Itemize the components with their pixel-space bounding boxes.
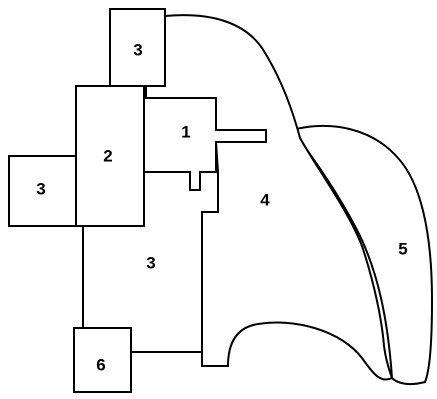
left-block-label: 3 (36, 179, 45, 198)
tall-block-label: 2 (103, 146, 112, 165)
top-block-shape (109, 8, 166, 87)
region-four-label: 4 (260, 190, 270, 209)
top-block-label: 3 (133, 40, 142, 59)
bottom-block-label: 6 (96, 355, 105, 374)
room-one-label: 1 (181, 122, 190, 141)
bottom-block-shape (73, 327, 132, 393)
room-one-shape (143, 97, 267, 191)
tall-block-shape (75, 85, 145, 227)
left-block-shape (8, 155, 77, 227)
region-five-shape (290, 124, 434, 386)
region-four-shape (145, 14, 394, 381)
region-five-label: 5 (398, 239, 407, 258)
central-area-label: 3 (146, 253, 155, 272)
